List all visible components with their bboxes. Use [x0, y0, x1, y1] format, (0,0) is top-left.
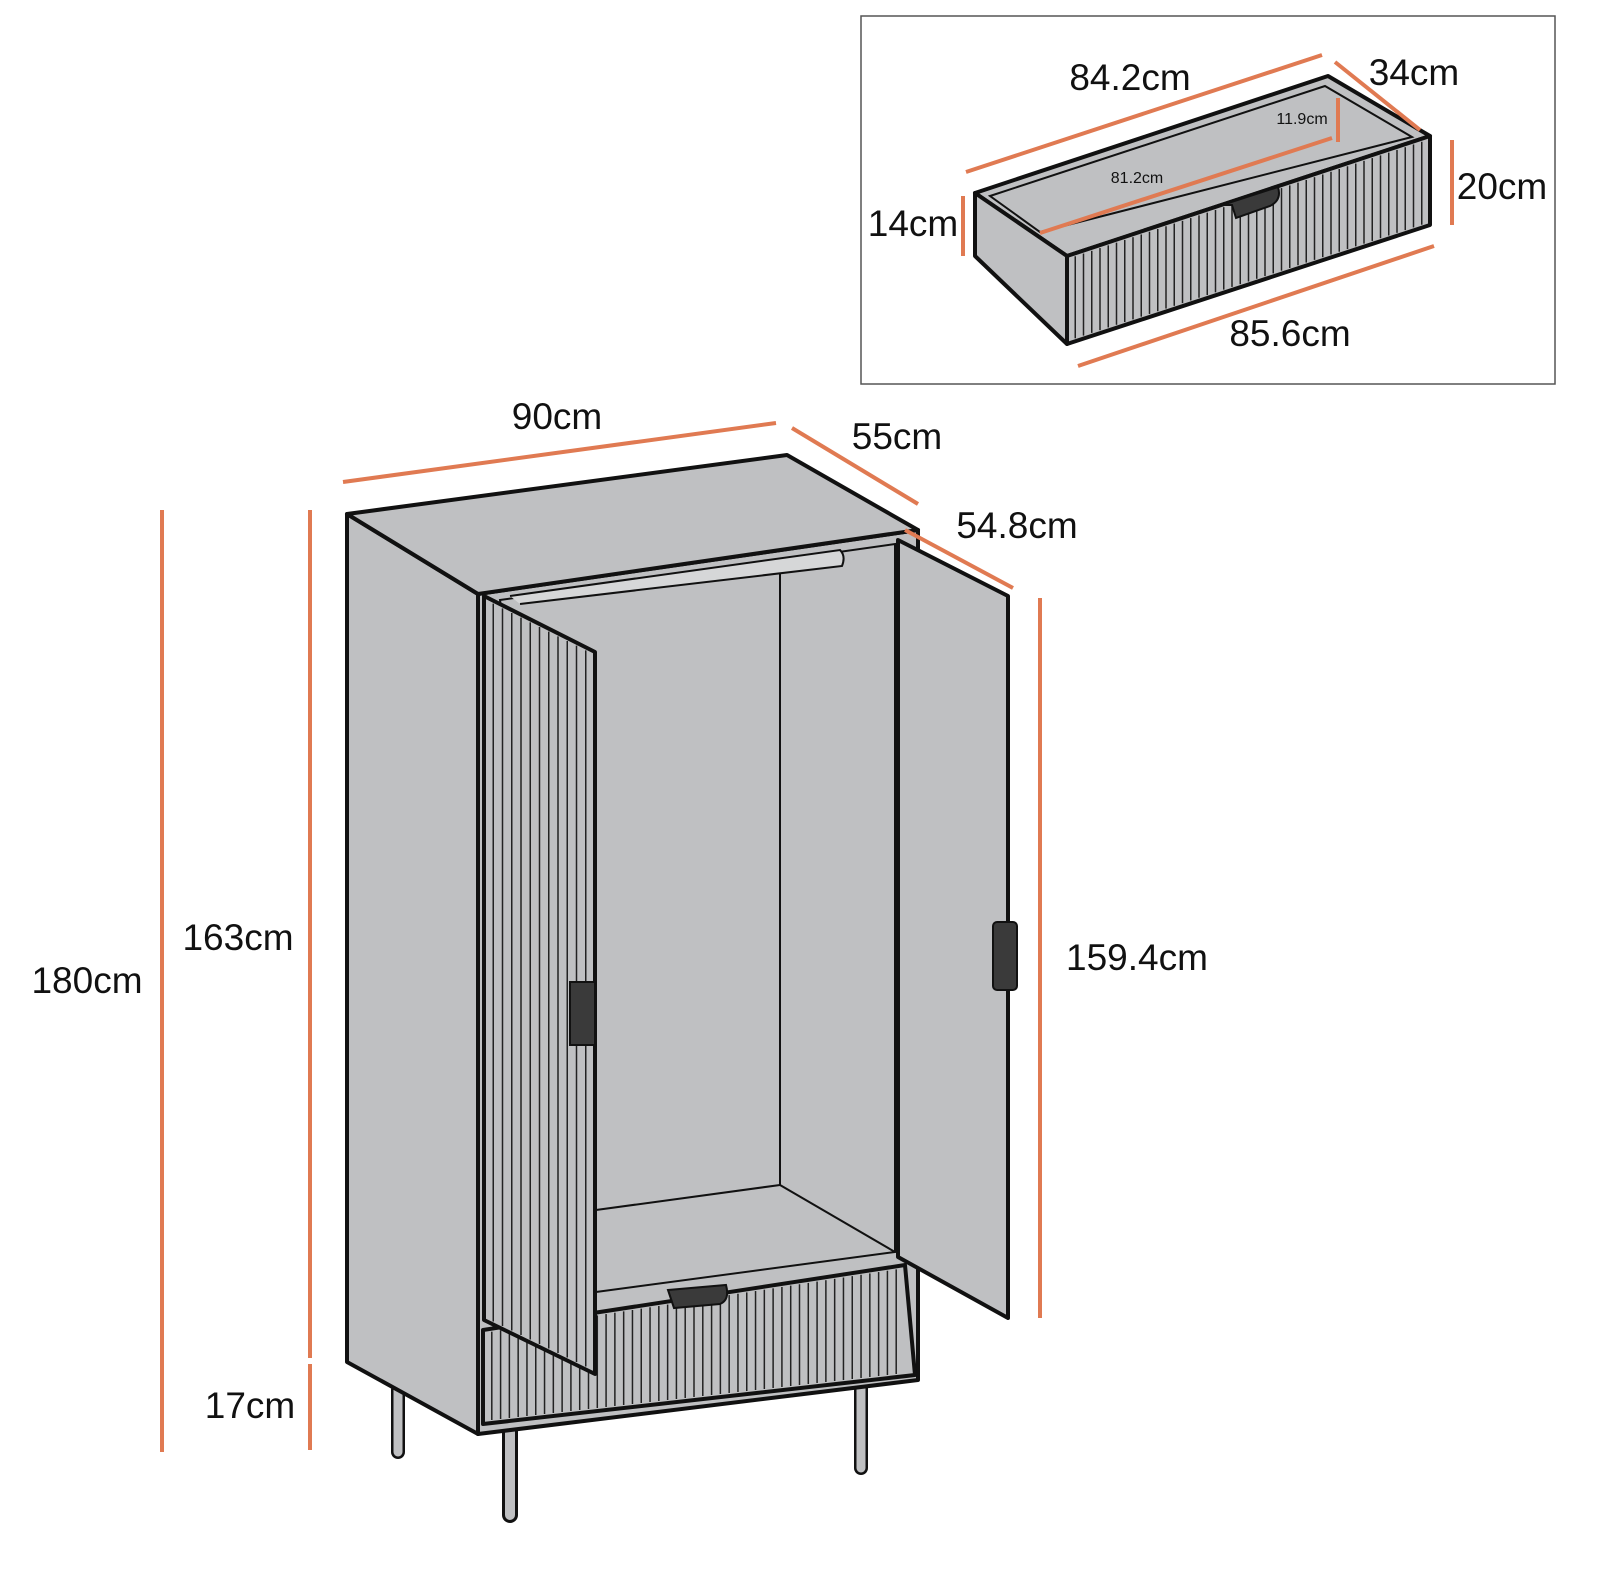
dim-line-width — [342, 421, 777, 484]
label-drawer-depth: 34cm — [1369, 52, 1459, 93]
top-panel — [345, 453, 920, 596]
drawer-flutes — [1074, 141, 1423, 339]
label-leg-height: 17cm — [205, 1385, 295, 1426]
label-body-height: 163cm — [182, 917, 293, 958]
drawer-handle — [1221, 185, 1280, 220]
label-drawer-inner-height: 11.9cm — [1276, 111, 1327, 128]
label-drawer-front-height: 20cm — [1457, 166, 1547, 207]
dim-line-drawer-inner-width — [1039, 136, 1333, 235]
right-door-handle — [992, 921, 1018, 991]
dim-line-drawer-back-width — [965, 53, 1323, 174]
drawer-interior-edge — [987, 84, 1415, 234]
label-inner-depth: 54.8cm — [956, 505, 1077, 546]
label-drawer-side-height: 14cm — [868, 203, 958, 244]
base-edge — [477, 1379, 919, 1435]
label-drawer-front-width: 85.6cm — [1229, 313, 1350, 354]
label-width: 90cm — [512, 396, 602, 437]
label-door-height: 159.4cm — [1066, 937, 1208, 978]
label-depth: 55cm — [852, 416, 942, 457]
dim-line-depth — [790, 426, 920, 506]
left-door-handle — [569, 981, 596, 1046]
drawer-illustration — [973, 74, 1432, 346]
side-panel — [345, 512, 480, 1436]
wardrobe-illustration — [345, 453, 1018, 1523]
dim-line-drawer-depth — [1333, 60, 1422, 132]
dim-line-inner-depth — [904, 528, 1014, 590]
bottom-drawer-front — [481, 1263, 917, 1426]
hanging-rail — [509, 548, 845, 605]
label-drawer-back-width: 84.2cm — [1069, 57, 1190, 98]
dim-line-drawer-front-width — [1077, 244, 1435, 368]
right-door — [896, 538, 1010, 1320]
label-total-height: 180cm — [31, 960, 142, 1001]
bottom-drawer-handle — [666, 1283, 729, 1310]
interior-floor-edge — [779, 1184, 896, 1253]
label-drawer-inner-width: 81.2cm — [1111, 170, 1163, 187]
